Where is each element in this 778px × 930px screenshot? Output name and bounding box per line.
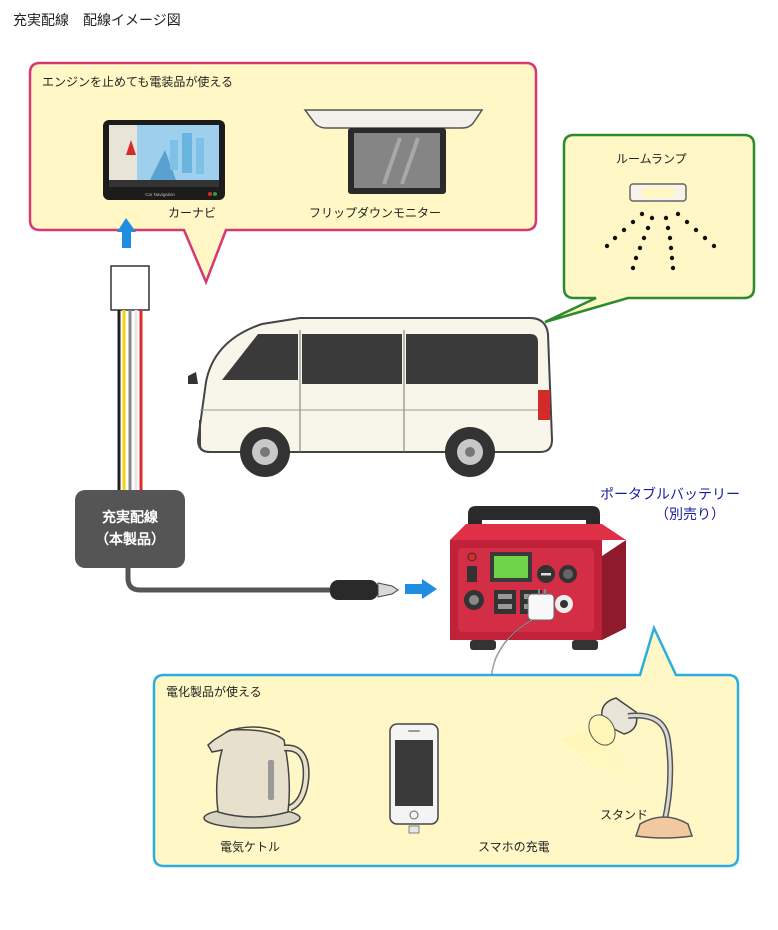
flip-down-monitor [303,109,484,194]
phone-charge-label: スマホの充電 [478,840,550,854]
battery-name: ポータブルバッテリー [600,487,740,503]
electric-kettle [203,726,310,829]
connector-block [110,265,150,311]
van-illustration [188,317,554,477]
car-navigation-device [103,120,225,200]
car-nav-label: カーナビ [168,206,217,220]
portable-battery [450,506,626,650]
room-lamp-label: ルームランプ [616,152,687,166]
appliance-box [152,624,740,868]
product-cable [125,568,399,600]
arrow-up-icon [117,218,136,248]
product-badge [75,490,185,568]
appliance-box-title: 電化製品が使える [166,685,262,699]
room-lamp-box [544,133,756,324]
car-box-title: エンジンを止めても電装品が使える [42,75,234,89]
flip-monitor-label: フリップダウンモニター [309,206,442,220]
desk-stand-lamp [560,697,693,839]
product-note: （本製品） [95,532,165,548]
wiring-harness [117,310,143,490]
arrow-right-icon [405,579,437,599]
battery-note: （別売り） [655,507,725,523]
kettle-label: 電気ケトル [220,840,281,854]
smartphone [389,723,439,834]
product-name: 充実配線 [102,510,158,526]
stand-label: スタンド [600,808,649,822]
page-title: 充実配線 配線イメージ図 [13,13,181,29]
car-nav-screen-brand: Car Navigation [145,192,175,197]
